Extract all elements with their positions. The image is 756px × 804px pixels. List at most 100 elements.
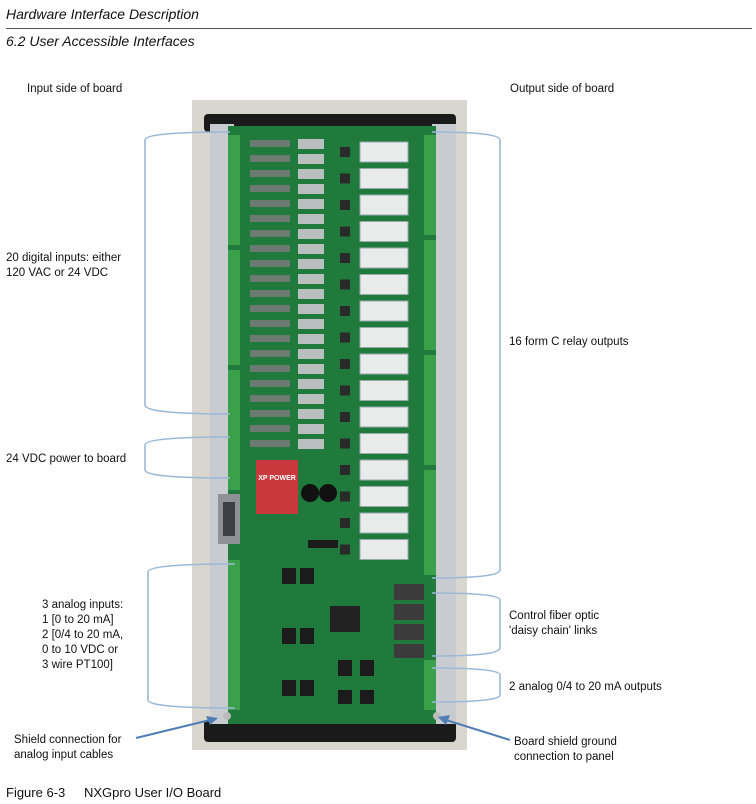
shield-arrows [135, 715, 511, 741]
optocoupler [250, 305, 290, 312]
input-component [298, 184, 324, 194]
board-shield-label: Board shield ground connection to panel [514, 735, 617, 765]
relay-driver [340, 438, 350, 449]
optocoupler [250, 380, 290, 387]
input-component [298, 214, 324, 224]
figure-caption-text: NXGpro User I/O Board [84, 785, 222, 800]
relay [359, 221, 409, 242]
relay [359, 380, 409, 401]
input-component [298, 379, 324, 389]
digital-inputs-line-1: 20 digital inputs: either [6, 252, 122, 264]
relay-driver [340, 147, 350, 157]
input-component [298, 139, 324, 149]
optocoupler [250, 365, 290, 372]
relay [359, 327, 409, 348]
board-shield-line-2: connection to panel [514, 751, 614, 763]
relay [359, 141, 409, 163]
left-terminal-blocks [228, 135, 240, 710]
digital-inputs-label: 20 digital inputs: either 120 VAC or 24 … [6, 251, 121, 281]
relay-driver [340, 465, 350, 475]
optocoupler [250, 425, 290, 432]
relay [359, 274, 409, 295]
relay-driver [340, 491, 350, 502]
analog-inputs-line-1: 3 analog inputs: [42, 599, 124, 611]
optocoupler [250, 170, 290, 177]
capacitor [301, 484, 319, 502]
relay [359, 194, 409, 216]
relay-driver [340, 518, 350, 528]
relay [359, 353, 409, 375]
optocoupler [250, 395, 290, 402]
relay-driver [340, 544, 350, 555]
optocoupler [250, 440, 290, 447]
right-terminal-blocks [424, 135, 436, 710]
figure-caption: Figure 6-3 NXGpro User I/O Board [6, 785, 221, 800]
optocoupler [250, 320, 290, 327]
optocoupler-rows [250, 139, 324, 449]
fiber-optic-label: Control fiber optic 'daisy chain' links [509, 609, 599, 639]
input-component [298, 439, 324, 449]
relay-driver [340, 306, 350, 316]
shield-screw-left [223, 712, 231, 720]
relay-driver [340, 173, 350, 184]
board-shield-line-1: Board shield ground [514, 736, 617, 748]
input-component [298, 169, 324, 179]
digital-inputs-line-2: 120 VAC or 24 VDC [6, 267, 109, 279]
optocoupler [250, 245, 290, 252]
analog-inputs-line-4: 0 to 10 VDC or [42, 644, 119, 656]
relay [359, 168, 409, 189]
relay [359, 247, 409, 269]
optocoupler [250, 350, 290, 357]
input-side-label: Input side of board [27, 83, 123, 95]
section-title: 6.2 User Accessible Interfaces [6, 33, 195, 49]
input-component [298, 244, 324, 254]
input-component [298, 349, 324, 359]
shield-input-line-2: analog input cables [14, 749, 114, 761]
power-label: 24 VDC power to board [6, 453, 127, 465]
optocoupler [250, 155, 290, 162]
input-component [298, 199, 324, 209]
optocoupler [250, 140, 290, 147]
analog-outputs-label: 2 analog 0/4 to 20 mA outputs [509, 681, 662, 693]
capacitor [319, 484, 337, 502]
relay-driver [340, 332, 350, 343]
relay [359, 459, 409, 481]
callout-brackets [144, 131, 501, 709]
relay [359, 539, 409, 560]
relay-driver [340, 385, 350, 396]
input-component [298, 274, 324, 284]
shield-input-line-1: Shield connection for [14, 734, 122, 746]
input-component [298, 289, 324, 299]
power-module-label: XP POWER [258, 475, 296, 482]
header-rule [6, 28, 752, 29]
relay-driver [340, 200, 350, 210]
input-component [298, 319, 324, 329]
analog-inputs-line-3: 2 [0/4 to 20 mA, [42, 629, 124, 641]
microcontroller-chip [330, 606, 360, 632]
optocoupler [250, 335, 290, 342]
relay [359, 406, 409, 428]
bottom-rail [204, 720, 456, 742]
relay-driver [340, 253, 350, 263]
optocoupler [250, 200, 290, 207]
relay-driver [340, 279, 350, 290]
analog-inputs-line-2: 1 [0 to 20 mA] [42, 614, 114, 626]
input-component [298, 424, 324, 434]
relay-outputs-label: 16 form C relay outputs [509, 336, 629, 348]
optocoupler [250, 185, 290, 192]
fiber-line-2: 'daisy chain' links [509, 625, 598, 637]
output-side-label: Output side of board [510, 83, 615, 95]
optocoupler [250, 230, 290, 237]
input-component [298, 394, 324, 404]
figure-number: Figure 6-3 [6, 785, 66, 800]
analog-inputs-label: 3 analog inputs: 1 [0 to 20 mA] 2 [0/4 t… [42, 598, 123, 673]
relay [359, 486, 409, 507]
optocoupler [250, 410, 290, 417]
input-component [298, 334, 324, 344]
relay [359, 512, 409, 534]
input-component [298, 409, 324, 419]
analog-inputs-line-5: 3 wire PT100] [42, 659, 113, 671]
optocoupler [250, 275, 290, 282]
relay-driver [340, 412, 350, 422]
